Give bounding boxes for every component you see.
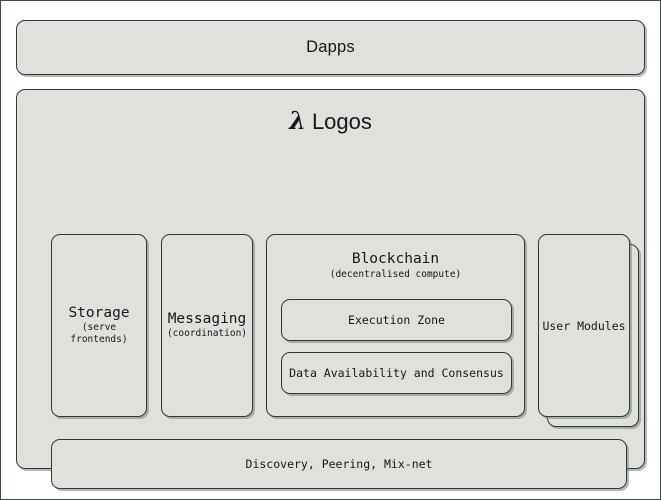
user-modules-box: User Modules	[538, 234, 630, 417]
data-availability-consensus-label: Data Availability and Consensus	[289, 366, 504, 380]
blockchain-subtitle: (decentralised compute)	[329, 269, 462, 280]
dapps-box: Dapps	[16, 20, 645, 75]
storage-title: Storage	[68, 304, 130, 321]
execution-zone-box: Execution Zone	[281, 299, 512, 341]
execution-zone-label: Execution Zone	[348, 313, 445, 327]
discovery-peering-mixnet-label: Discovery, Peering, Mix-net	[245, 457, 433, 471]
lambda-icon: λ	[289, 106, 306, 135]
discovery-peering-mixnet-box: Discovery, Peering, Mix-net	[51, 439, 627, 489]
data-availability-consensus-box: Data Availability and Consensus	[281, 352, 512, 394]
dapps-label: Dapps	[306, 38, 355, 56]
messaging-title: Messaging	[167, 310, 247, 327]
logos-title-text: Logos	[311, 109, 372, 134]
blockchain-title: Blockchain	[351, 251, 440, 267]
storage-subtitle: (serve frontends)	[70, 322, 128, 346]
blockchain-heading: Blockchain (decentralised compute)	[267, 251, 524, 280]
storage-box: Storage (serve frontends)	[51, 234, 147, 417]
messaging-subtitle: (coordination)	[166, 328, 248, 340]
blockchain-box: Blockchain (decentralised compute) Execu…	[266, 234, 525, 417]
user-modules-label: User Modules	[542, 318, 626, 333]
messaging-box: Messaging (coordination)	[161, 234, 253, 417]
